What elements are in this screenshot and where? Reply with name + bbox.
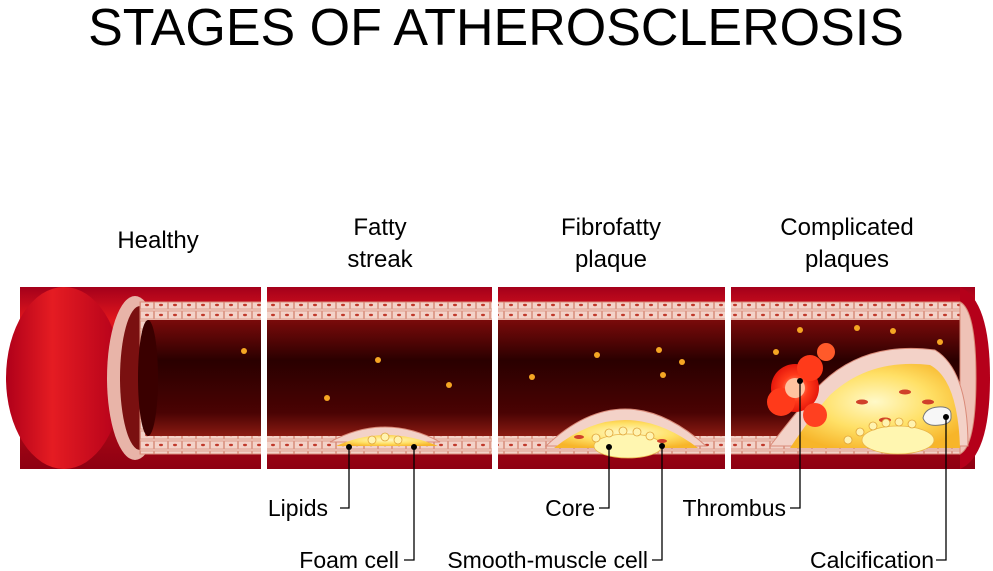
callout-core: Core	[545, 444, 612, 521]
lipid-dots-healthy	[241, 348, 247, 354]
calcification-shape	[922, 406, 952, 426]
complicated-plaque-lesion	[767, 325, 969, 455]
svg-text:Fibrofatty: Fibrofatty	[561, 214, 661, 241]
section-dividers	[261, 282, 731, 474]
stage-label-healthy: Healthy	[117, 227, 198, 254]
svg-text:plaque: plaque	[575, 246, 647, 273]
svg-text:Smooth-muscle cell: Smooth-muscle cell	[447, 547, 648, 571]
fibrofatty-plaque-lesion	[529, 347, 708, 459]
svg-text:streak: streak	[347, 246, 413, 273]
svg-text:Lipids: Lipids	[268, 495, 328, 521]
stage-label-fibrofatty-plaque: Fibrofatty plaque	[561, 214, 661, 273]
stage-label-complicated-plaques: Complicated plaques	[780, 214, 913, 273]
stage-label-fatty-streak: Fatty streak	[347, 214, 413, 273]
svg-text:Thrombus: Thrombus	[682, 495, 786, 521]
callout-lipids: Lipids	[268, 444, 352, 521]
callout-foam-cell: Foam cell	[299, 444, 417, 571]
callout-smooth-muscle-cell: Smooth-muscle cell	[447, 443, 665, 571]
callout-thrombus: Thrombus	[682, 378, 803, 521]
thrombus-shape	[767, 343, 835, 427]
page-title: STAGES OF ATHEROSCLEROSIS	[88, 0, 904, 57]
svg-text:Core: Core	[545, 495, 595, 521]
svg-text:Calcification: Calcification	[810, 547, 934, 571]
svg-text:Fatty: Fatty	[353, 214, 406, 241]
callout-calcification: Calcification	[810, 414, 949, 571]
svg-text:Healthy: Healthy	[117, 227, 198, 254]
svg-text:plaques: plaques	[805, 246, 889, 273]
svg-text:Complicated: Complicated	[780, 214, 913, 241]
fatty-streak-lesion	[324, 357, 452, 446]
svg-text:Foam cell: Foam cell	[299, 547, 399, 571]
